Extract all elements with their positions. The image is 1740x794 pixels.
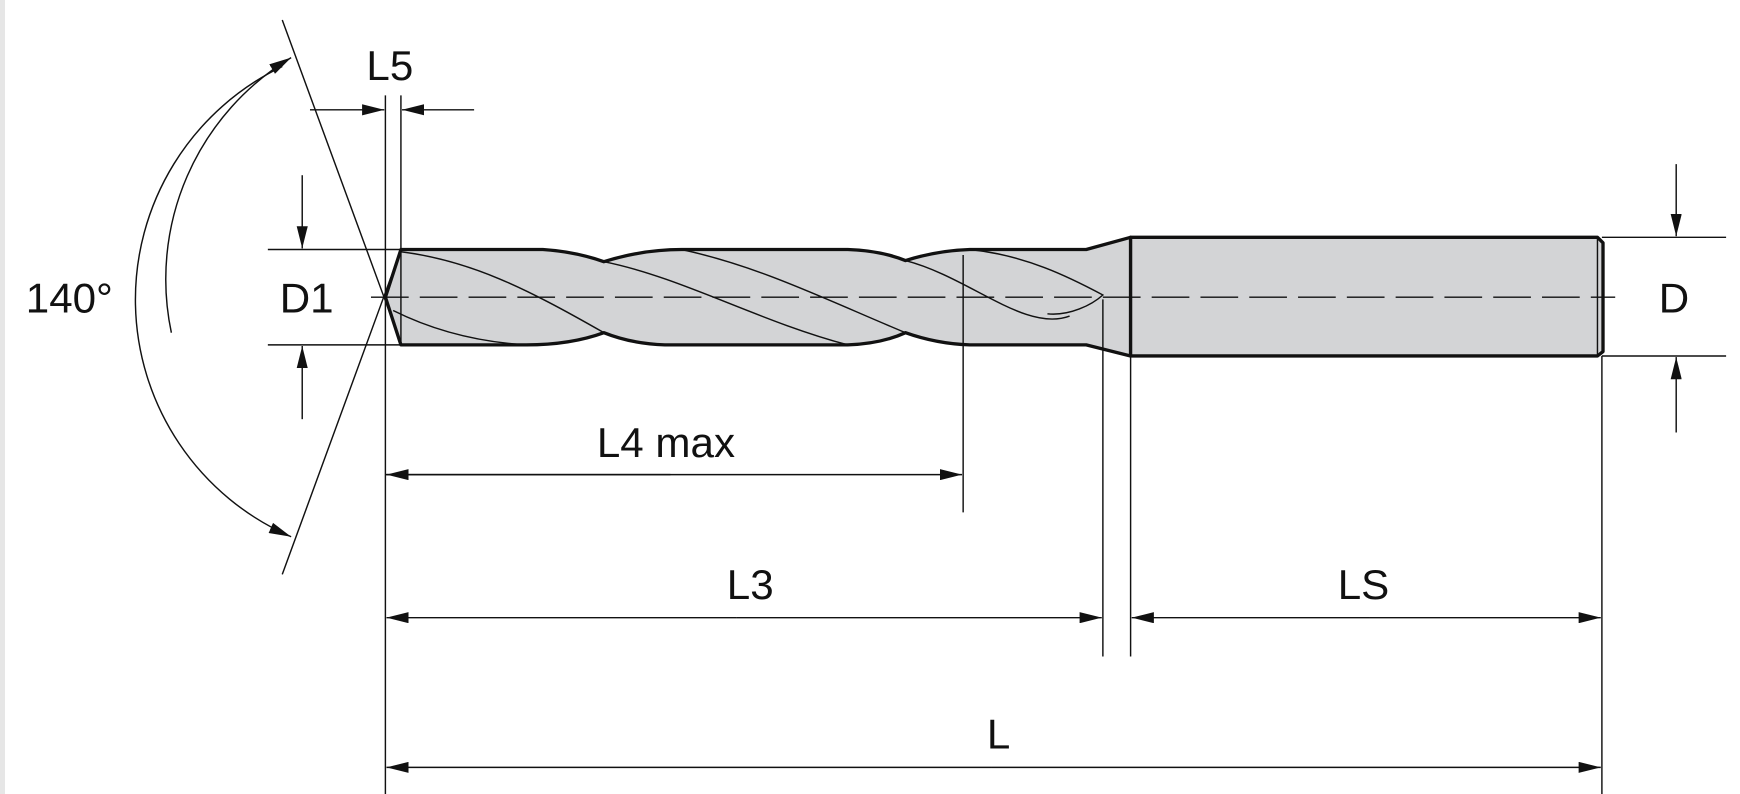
drill-body	[370, 235, 1616, 358]
l3-label: L3	[727, 561, 774, 608]
d1-dimension: D1	[267, 175, 401, 420]
point-angle-dimension: 140°	[26, 19, 392, 575]
d-dimension: D	[1601, 164, 1727, 433]
point-angle-label: 140°	[26, 275, 113, 322]
d1-label: D1	[280, 275, 334, 322]
l3-dimension: L3	[384, 297, 1132, 794]
l-label: L	[987, 711, 1010, 758]
l-dimension: L	[386, 711, 1601, 773]
l5-label: L5	[366, 42, 413, 89]
left-border	[0, 0, 5, 794]
ls-dimension: LS	[1131, 355, 1603, 794]
l4-label: L4 max	[597, 419, 735, 466]
flute-lines	[392, 248, 1105, 346]
ls-label: LS	[1338, 561, 1390, 608]
d-label: D	[1659, 275, 1689, 322]
l5-dimension: L5	[309, 42, 475, 298]
l4-dimension: L4 max	[385, 255, 964, 513]
